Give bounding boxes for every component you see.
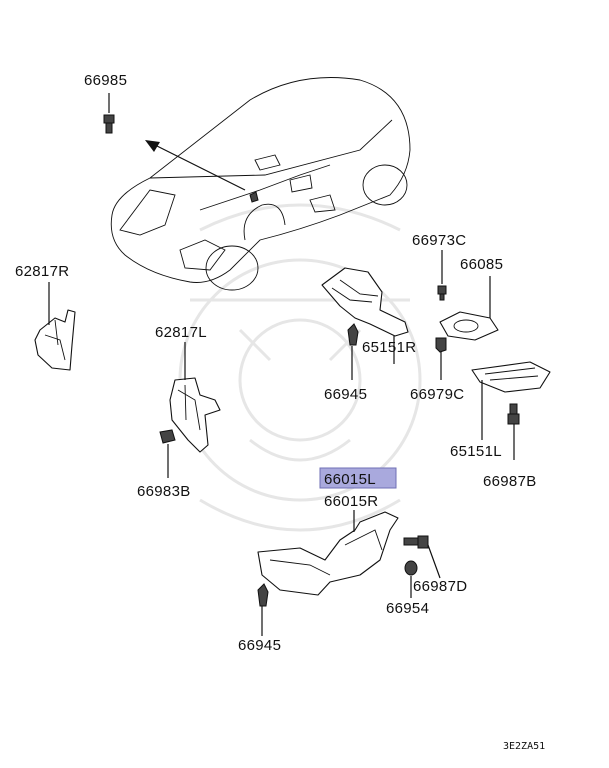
label-62817L[interactable]: 62817L [155, 324, 207, 341]
label-66985[interactable]: 66985 [84, 72, 127, 89]
shield-65151R-icon [321, 267, 409, 364]
bolt-66987B-icon [507, 403, 520, 460]
label-66983B[interactable]: 66983B [137, 483, 191, 500]
screw-66973C-icon [437, 250, 447, 301]
pin-66945-a-icon [347, 323, 359, 380]
label-66015L[interactable]: 66015L [324, 471, 376, 488]
bolt-66985-icon [103, 93, 115, 134]
label-66085[interactable]: 66085 [460, 256, 503, 273]
label-62817R[interactable]: 62817R [15, 263, 69, 280]
label-66945-a[interactable]: 66945 [324, 386, 367, 403]
under-cover-66015-icon [257, 510, 399, 596]
diagram-code: 3E2ZA51 [503, 741, 545, 752]
label-66987D[interactable]: 66987D [413, 578, 467, 595]
grommet-66954-icon [404, 560, 418, 598]
label-65151L[interactable]: 65151L [450, 443, 502, 460]
label-66954[interactable]: 66954 [386, 600, 429, 617]
bracket-62817L-icon [169, 342, 221, 453]
shield-65151L-icon [471, 361, 551, 440]
label-65151R[interactable]: 65151R [362, 339, 416, 356]
bolt-66987D-icon [403, 535, 441, 579]
plate-66085-icon [439, 276, 499, 341]
label-66979C[interactable]: 66979C [410, 386, 464, 403]
highlight-66015L [319, 467, 397, 489]
label-66015R[interactable]: 66015R [324, 493, 378, 510]
vehicle-body-outline [110, 77, 411, 291]
clip-66979C-icon [435, 337, 447, 380]
location-arrow [154, 144, 246, 191]
label-66945-b[interactable]: 66945 [238, 637, 281, 654]
pin-66945-b-icon [257, 583, 269, 636]
label-66987B[interactable]: 66987B [483, 473, 537, 490]
label-66973C[interactable]: 66973C [412, 232, 466, 249]
bracket-62817R-icon [34, 282, 76, 371]
clip-66983B-icon [159, 429, 176, 478]
arrow-head-icon [145, 140, 160, 152]
